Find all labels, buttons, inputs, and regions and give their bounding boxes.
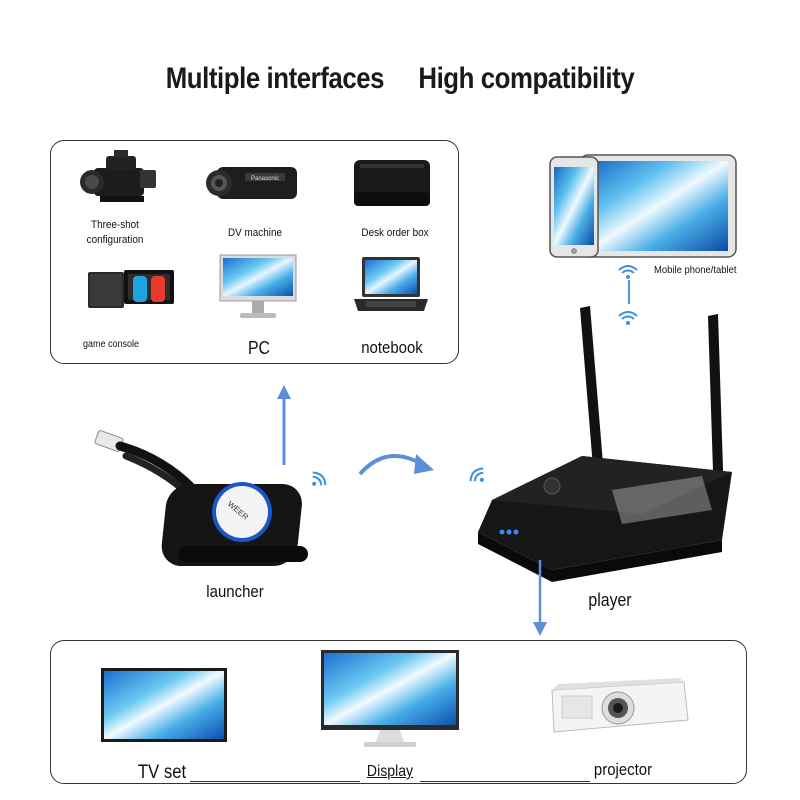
three-shot-line1: Three-shot (91, 219, 139, 231)
dv-machine-label: DV machine (228, 227, 282, 239)
tv-label: TV set (137, 762, 187, 783)
wifi-icon (312, 471, 327, 486)
three-shot-line2: configuration (86, 234, 144, 246)
desk-box-label: Desk order box (361, 227, 429, 239)
projector-label: projector (593, 760, 653, 779)
notebook-icon (354, 257, 428, 311)
pc-monitor-icon (219, 254, 297, 318)
pc-label: PC (247, 338, 270, 358)
camcorder-icon (80, 150, 156, 202)
divider (190, 781, 360, 782)
display-label: Display (366, 763, 414, 780)
mobile-label: Mobile phone/tablet (654, 264, 737, 276)
connector-line (628, 280, 630, 304)
set-top-box-icon (354, 160, 430, 206)
arrow-up-icon (277, 385, 291, 465)
three-shot-label: Three-shot configuration (75, 218, 156, 248)
player-label: player (588, 590, 632, 610)
curved-arrow-icon (358, 454, 434, 476)
launcher-dongle-icon: WEER (94, 430, 308, 566)
svg-text:Panasonic: Panasonic (251, 176, 279, 182)
projector-icon (551, 678, 689, 733)
launcher-label: launcher (206, 582, 264, 601)
phone-tablet-icon (549, 154, 737, 258)
arrow-down-icon (533, 560, 547, 636)
divider (420, 781, 590, 782)
wifi-icon (469, 467, 484, 482)
wifi-icon (618, 265, 638, 279)
notebook-label: notebook (361, 338, 423, 357)
display-monitor-icon (321, 650, 459, 747)
tv-icon (101, 668, 227, 742)
game-console-icon (88, 270, 174, 308)
wifi-icon (618, 311, 638, 325)
title-multiple-interfaces: Multiple interfaces (165, 62, 385, 95)
title-high-compatibility: High compatibility (418, 62, 635, 95)
player-router-icon (478, 306, 732, 582)
page-title: Multiple interfaces High compatibility (56, 62, 744, 96)
game-console-label: game console (82, 339, 140, 350)
dv-camera-icon: Panasonic (206, 167, 297, 199)
